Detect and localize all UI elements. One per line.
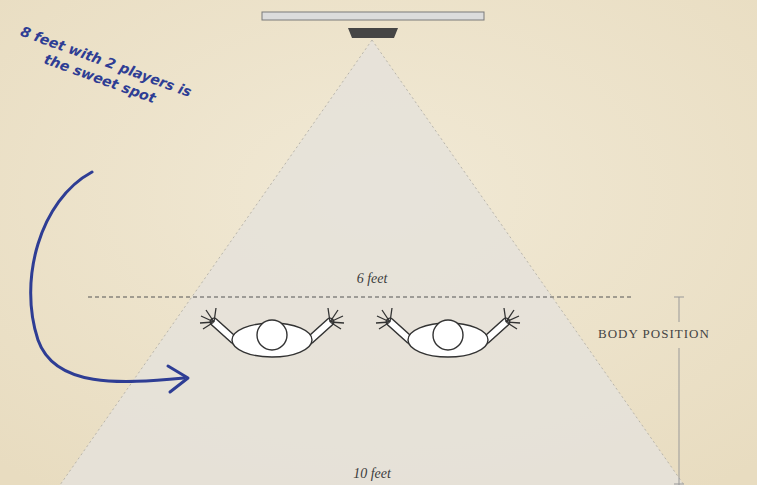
cone-edge xyxy=(372,40,684,485)
callout-arrow xyxy=(31,172,184,382)
player-figure xyxy=(200,308,344,357)
player-figure xyxy=(376,308,520,357)
distance-label: 10 feet xyxy=(322,466,422,482)
distance-line xyxy=(88,297,632,298)
bracket-tick xyxy=(674,297,684,298)
tv-screen xyxy=(262,12,484,20)
distance-label: 6 feet xyxy=(322,271,422,287)
position-bracket xyxy=(679,297,680,322)
position-bracket xyxy=(679,348,680,485)
section-label: BODY POSITION xyxy=(598,326,728,342)
arrow-head xyxy=(168,366,188,392)
viewing-cone xyxy=(60,40,684,485)
sensor-bar xyxy=(348,28,398,38)
bracket-tick xyxy=(674,484,684,485)
cone-edge xyxy=(60,40,372,485)
